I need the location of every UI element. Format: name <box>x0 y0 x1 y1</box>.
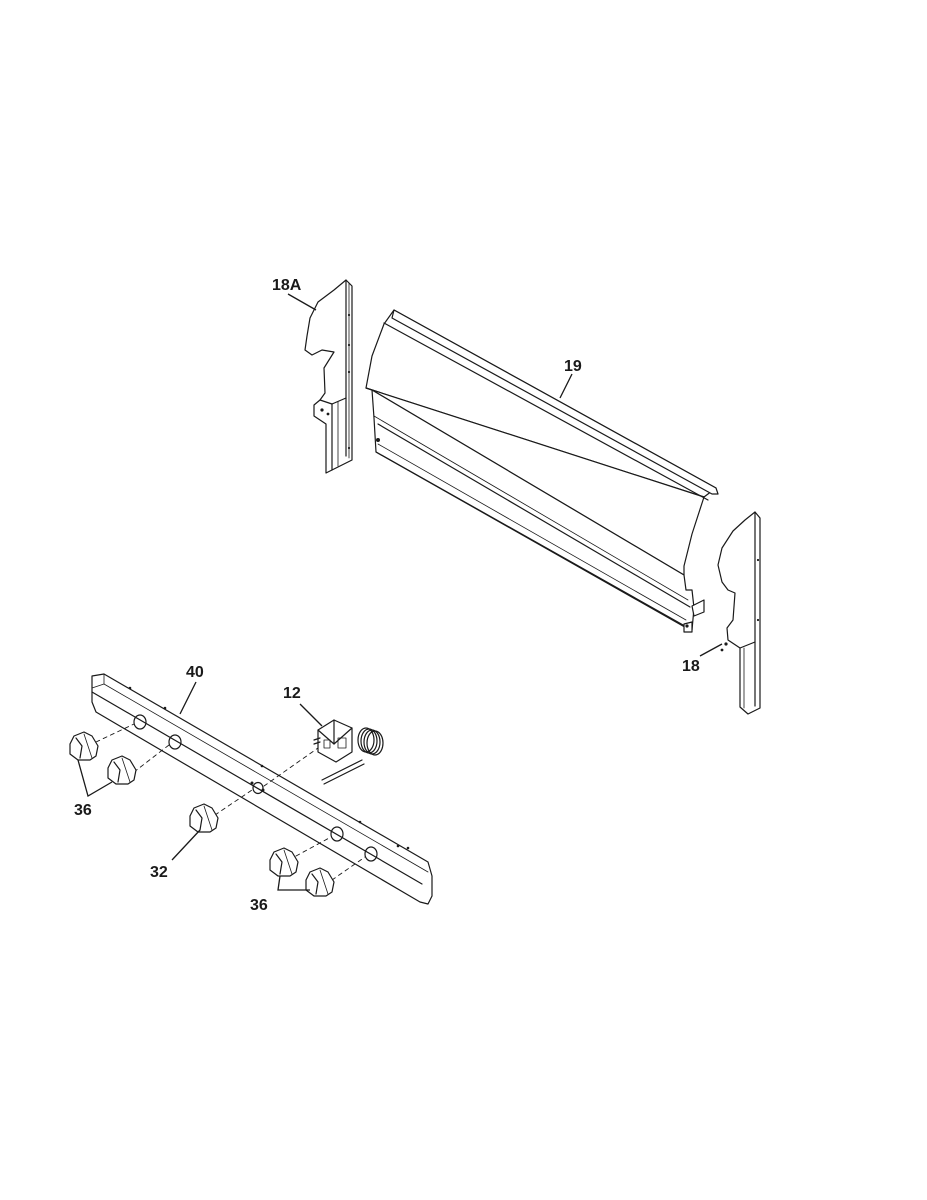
knob-32-center <box>189 803 219 833</box>
assembly-lines <box>95 723 366 881</box>
knob-36-upper-right <box>107 755 137 785</box>
callout-40: 40 <box>186 664 204 681</box>
callout-19: 19 <box>564 358 582 375</box>
callout-18: 18 <box>682 658 700 675</box>
part-12-thermostat <box>313 719 384 785</box>
callout-12: 12 <box>283 685 301 702</box>
callout-36-lower: 36 <box>250 897 268 914</box>
knob-36-lower-right <box>305 867 335 897</box>
part-18a-left-end-bracket <box>304 279 353 474</box>
callout-18a: 18A <box>272 277 302 294</box>
callout-36-upper: 36 <box>74 802 92 819</box>
callout-32: 32 <box>150 864 168 881</box>
part-40-control-panel <box>91 673 433 905</box>
part-19-backguard-panel <box>365 309 719 633</box>
knob-36-lower-left <box>269 847 299 877</box>
part-18-right-end-bracket <box>717 511 761 715</box>
leader-lines <box>77 293 723 891</box>
knob-36-upper-left <box>69 731 99 761</box>
